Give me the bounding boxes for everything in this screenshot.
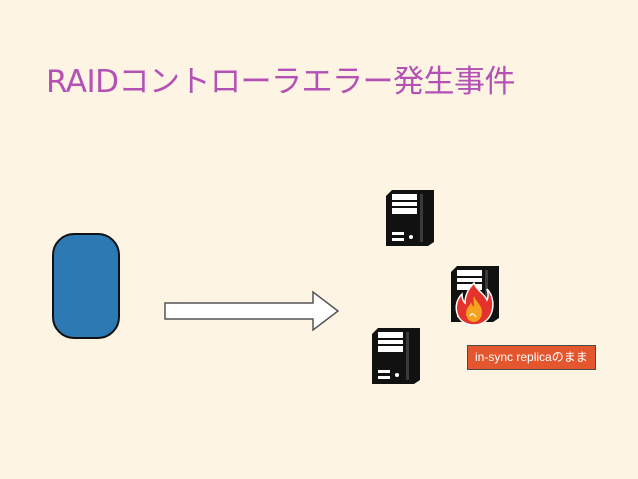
right-arrow-icon (164, 290, 340, 332)
arrow-shape (164, 290, 340, 332)
server-tower-icon (372, 328, 420, 384)
fire-icon (455, 282, 494, 326)
slide-title: RAIDコントローラエラー発生事件 (46, 64, 516, 100)
storage-pill-icon (52, 233, 120, 339)
server-bottom (372, 328, 420, 384)
server-tower-icon (386, 190, 434, 246)
server-top (386, 190, 434, 246)
in-sync-replica-badge: in-sync replicaのまま (467, 345, 596, 370)
